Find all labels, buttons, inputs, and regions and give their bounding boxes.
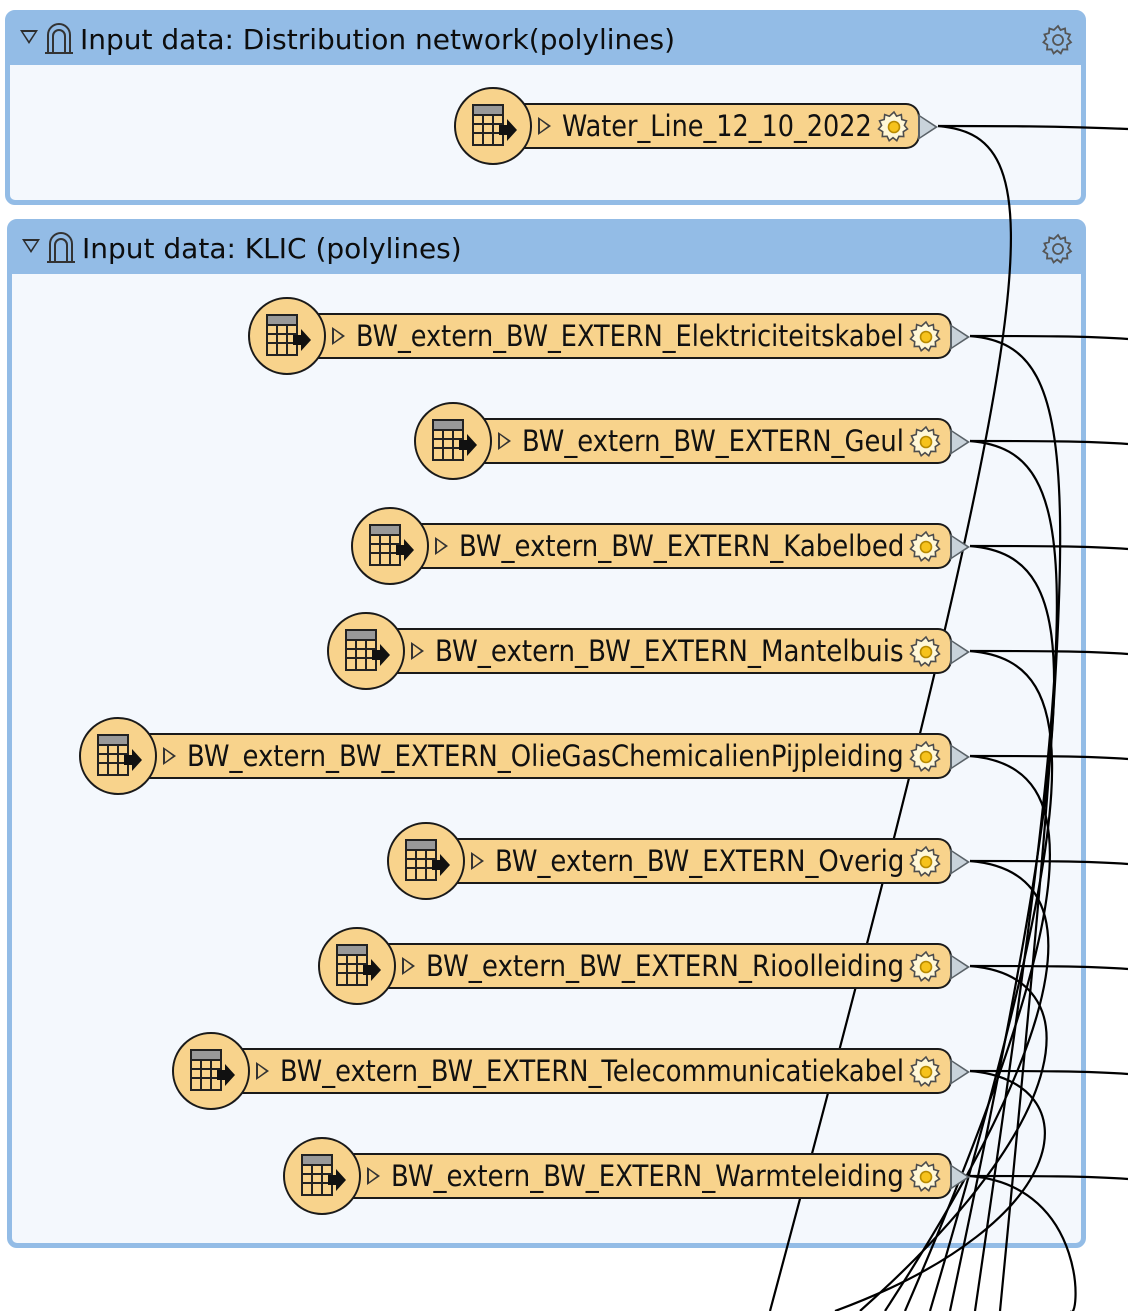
bookmark-header[interactable]: Input data: Distribution network(polylin… (10, 15, 1081, 65)
gear-icon[interactable] (908, 844, 944, 880)
reader-label: BW_extern_BW_EXTERN_Overig (495, 844, 905, 878)
expand-triangle-icon[interactable] (332, 327, 345, 345)
reader-label: BW_extern_BW_EXTERN_Geul (522, 424, 904, 458)
table-reader-icon[interactable] (414, 402, 492, 480)
connection-line (903, 754, 1051, 1311)
output-port-icon[interactable] (950, 954, 970, 980)
output-port-icon[interactable] (950, 534, 970, 560)
table-icon (472, 104, 517, 146)
connection-line (969, 964, 1128, 971)
output-port-icon[interactable] (950, 324, 970, 350)
reader-label: BW_extern_BW_EXTERN_Rioolleiding (426, 949, 905, 983)
connection-line (768, 124, 1013, 1311)
output-port-icon[interactable] (950, 1164, 970, 1190)
reader-body[interactable]: BW_extern_BW_EXTERN_Telecommunicatiekabe… (238, 1048, 970, 1094)
reader-body[interactable]: BW_extern_BW_EXTERN_Rioolleiding (384, 943, 970, 989)
reader-body[interactable]: BW_extern_BW_EXTERN_Geul (480, 418, 970, 464)
connection-line (969, 1174, 1128, 1181)
connection-line (859, 964, 1048, 1311)
table-icon (369, 524, 414, 566)
output-port-icon[interactable] (950, 429, 970, 455)
connection-line (969, 754, 1128, 761)
expand-triangle-icon[interactable] (471, 852, 484, 870)
table-icon (97, 734, 142, 776)
output-port-icon[interactable] (950, 849, 970, 875)
collapse-triangle-icon[interactable] (22, 239, 40, 253)
bookmark-header[interactable]: Input data: KLIC (polylines) (12, 224, 1081, 274)
expand-triangle-icon[interactable] (498, 432, 511, 450)
connection-line (969, 439, 1058, 1311)
table-icon (301, 1154, 346, 1196)
table-reader-icon[interactable] (172, 1032, 250, 1110)
reader-body[interactable]: BW_extern_BW_EXTERN_OlieGasChemicalienPi… (145, 733, 970, 779)
reader-body[interactable]: BW_extern_BW_EXTERN_Elektriciteitskabel (314, 313, 970, 359)
reader-label: BW_extern_BW_EXTERN_Warmteleiding (391, 1159, 904, 1193)
collapse-triangle-icon[interactable] (20, 30, 38, 44)
gear-icon[interactable] (908, 634, 944, 670)
gear-icon[interactable] (1041, 232, 1075, 266)
connection-line (937, 124, 1128, 131)
table-icon (190, 1049, 235, 1091)
reader-label: BW_extern_BW_EXTERN_Kabelbed (459, 529, 905, 563)
gear-icon[interactable] (908, 1159, 944, 1195)
reader-body[interactable]: BW_extern_BW_EXTERN_Warmteleiding (349, 1153, 970, 1199)
output-port-icon[interactable] (950, 1059, 970, 1085)
reader-body[interactable]: BW_extern_BW_EXTERN_Mantelbuis (393, 628, 970, 674)
reader-label: BW_extern_BW_EXTERN_Telecommunicatiekabe… (280, 1054, 905, 1088)
expand-triangle-icon[interactable] (538, 117, 551, 135)
connection-line (969, 1069, 1128, 1076)
table-reader-icon[interactable] (387, 822, 465, 900)
reader-label: Water_Line_12_10_2022 (562, 109, 872, 143)
gear-icon[interactable] (908, 949, 944, 985)
table-reader-icon[interactable] (79, 717, 157, 795)
expand-triangle-icon[interactable] (367, 1167, 380, 1185)
bookmark-icon (45, 23, 73, 54)
reader-label: BW_extern_BW_EXTERN_Mantelbuis (435, 634, 904, 668)
gear-icon[interactable] (908, 739, 944, 775)
gear-icon[interactable] (1041, 23, 1075, 57)
expand-triangle-icon[interactable] (163, 747, 176, 765)
bookmark-title: Input data: Distribution network(polylin… (80, 23, 675, 56)
table-reader-icon[interactable] (351, 507, 429, 585)
connection-line (969, 649, 1128, 656)
table-icon (336, 944, 381, 986)
connection-line (969, 439, 1128, 446)
expand-triangle-icon[interactable] (435, 537, 448, 555)
expand-triangle-icon[interactable] (402, 957, 415, 975)
expand-triangle-icon[interactable] (411, 642, 424, 660)
connection-line (969, 544, 1128, 551)
table-reader-icon[interactable] (318, 927, 396, 1005)
output-port-icon[interactable] (950, 639, 970, 665)
gear-icon[interactable] (908, 424, 944, 460)
output-port-icon[interactable] (918, 114, 938, 140)
reader-body[interactable]: Water_Line_12_10_2022 (520, 103, 938, 149)
table-reader-icon[interactable] (248, 297, 326, 375)
gear-icon[interactable] (908, 1054, 944, 1090)
expand-triangle-icon[interactable] (256, 1062, 269, 1080)
reader-label: BW_extern_BW_EXTERN_OlieGasChemicalienPi… (187, 739, 904, 773)
table-icon (432, 419, 477, 461)
reader-label: BW_extern_BW_EXTERN_Elektriciteitskabel (356, 319, 904, 353)
table-reader-icon[interactable] (283, 1137, 361, 1215)
connection-line (834, 1069, 1046, 1311)
gear-icon[interactable] (908, 529, 944, 565)
table-icon (405, 839, 450, 881)
table-icon (266, 314, 311, 356)
gear-icon[interactable] (876, 109, 912, 145)
table-icon (345, 629, 390, 671)
connection-line (969, 1174, 1077, 1311)
connection-line (969, 859, 1128, 866)
connection-line (884, 859, 1050, 1311)
table-reader-icon[interactable] (454, 87, 532, 165)
connection-line (969, 334, 1128, 341)
output-port-icon[interactable] (950, 744, 970, 770)
bookmark-title: Input data: KLIC (polylines) (82, 232, 462, 265)
bookmark-icon (47, 232, 75, 263)
connection-line (969, 334, 1062, 1311)
reader-body[interactable]: BW_extern_BW_EXTERN_Overig (453, 838, 970, 884)
table-reader-icon[interactable] (327, 612, 405, 690)
reader-body[interactable]: BW_extern_BW_EXTERN_Kabelbed (417, 523, 970, 569)
gear-icon[interactable] (908, 319, 944, 355)
